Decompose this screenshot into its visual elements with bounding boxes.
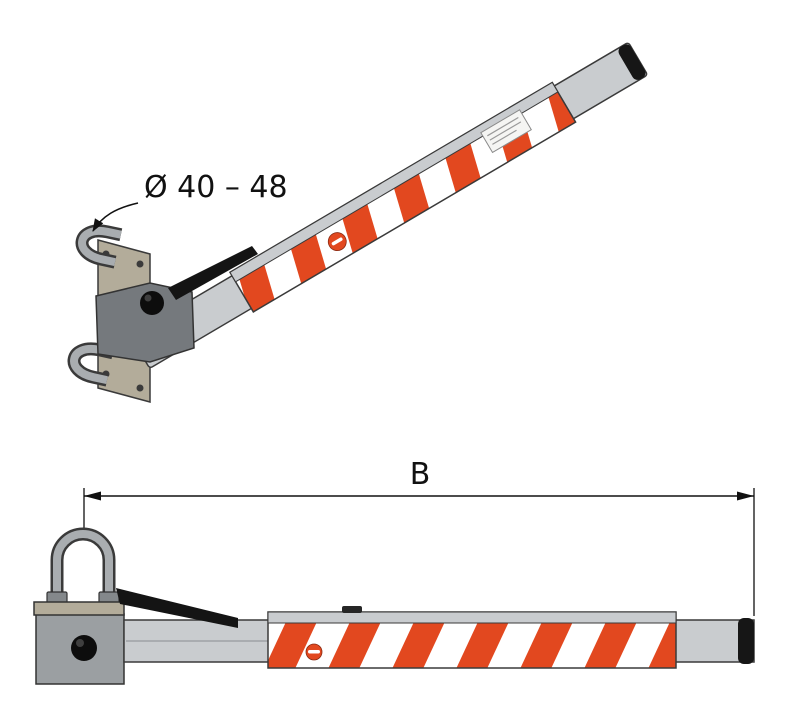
arm-top-facet-side (267, 611, 677, 624)
arm-sticker (480, 109, 532, 154)
dimension-arrow-right (737, 491, 754, 501)
u-bolt-top (75, 224, 123, 269)
plate-screw (136, 260, 144, 268)
length-label: B (410, 457, 431, 492)
u-bolt-bottom (67, 342, 115, 387)
badge-mark (308, 650, 320, 654)
shackle-rod (53, 530, 113, 604)
arm-top-facet (229, 81, 559, 283)
knob-highlight (144, 294, 152, 302)
locking-knob-side (71, 635, 97, 661)
badge-mark (331, 237, 343, 246)
shackle (46, 527, 120, 604)
clamp-block (95, 282, 195, 363)
rubber-strap-side (116, 588, 238, 628)
brand-badge-side (305, 643, 323, 661)
callout-leader-arrow (92, 202, 139, 232)
sticker-text-line (487, 117, 519, 137)
arm-end-cap (618, 44, 646, 80)
arm-end-cap-side (738, 618, 754, 664)
plate-screw (136, 384, 144, 392)
side-view: B (33, 457, 755, 685)
rubber-strap (168, 246, 258, 300)
perspective-view: Ø 40 – 48 (67, 42, 648, 403)
sticker-text-line (492, 129, 517, 145)
locking-knob (140, 291, 164, 315)
sticker-text-line (489, 121, 522, 141)
u-bolt-rod (78, 226, 122, 267)
barrier-arm-perspective (130, 42, 648, 369)
brand-badge (327, 232, 347, 252)
diameter-label: Ø 40 – 48 (144, 170, 288, 205)
dimension-arrow-left (84, 491, 101, 501)
knob-highlight-side (76, 639, 84, 647)
diameter-callout: Ø 40 – 48 (92, 170, 288, 232)
sleeve-clip (342, 606, 362, 613)
bracket-top-plate (33, 601, 125, 616)
u-bolt-rod (70, 344, 114, 385)
dimension-b: B (83, 457, 755, 616)
